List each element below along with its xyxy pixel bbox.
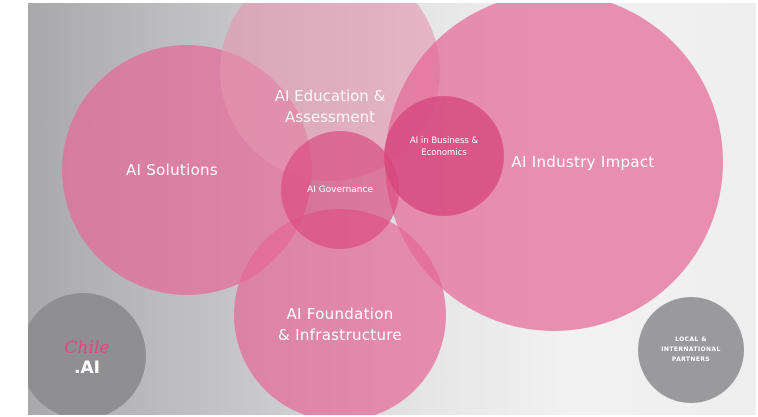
bubble-partners-label: LOCAL & INTERNATIONAL PARTNERS: [661, 336, 721, 363]
bubble-ai-governance-label: AI Governance: [307, 185, 373, 195]
bubble-ai-industry-impact-label: AI Industry Impact: [511, 153, 655, 171]
logo: Chile.AI: [65, 338, 110, 378]
bubble-ai-governance: AI Governance: [281, 131, 399, 249]
bubble-ai-education-label: AI Education & Assessment: [274, 87, 386, 126]
bubble-partners: LOCAL & INTERNATIONAL PARTNERS: [638, 297, 744, 403]
logo-brand-part1: Chile: [64, 338, 110, 358]
bubble-ai-business-economics: AI in Business & Economics: [384, 96, 504, 216]
logo-brand-part2: .AI: [74, 358, 100, 378]
bubble-ai-foundation: AI Foundation & Infrastructure: [234, 209, 446, 415]
bubble-ai-business-economics-label: AI in Business & Economics: [409, 136, 479, 158]
diagram-panel: AI Solutions AI Education & Assessment A…: [28, 3, 756, 415]
logo-circle: Chile.AI: [28, 293, 146, 415]
bubble-ai-foundation-label: AI Foundation & Infrastructure: [278, 305, 402, 344]
bubble-ai-solutions-label: AI Solutions: [126, 161, 218, 179]
